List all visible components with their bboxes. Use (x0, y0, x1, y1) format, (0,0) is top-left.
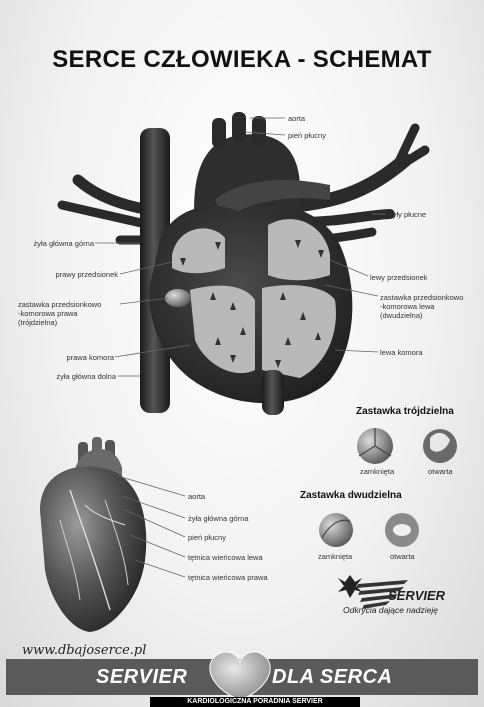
ext-label-pulmonary-trunk: pień płucny (188, 533, 226, 542)
tricuspid-open-label: otwarta (428, 467, 453, 476)
mitral-closed-image (319, 513, 353, 547)
label-mitral-valve: zastawka przedsionkowo -komorowa lewa (d… (380, 293, 463, 320)
website-url[interactable]: www.dbajoserce.pl (22, 643, 146, 658)
servier-brand: SERVIER (388, 588, 445, 603)
banner-left-text: SERVIER (96, 666, 187, 689)
ext-label-superior-vena-cava: żyła główna górna (188, 514, 248, 523)
label-aorta: aorta (288, 114, 305, 123)
ext-label-aorta: aorta (188, 492, 205, 501)
ext-label-right-coronary: tętnica wieńcowa prawa (188, 573, 268, 582)
label-left-atrium: lewy przedsionek (370, 273, 428, 282)
label-pulmonary-trunk: pień płucny (288, 131, 326, 140)
mitral-open-label: otwarta (390, 552, 415, 561)
external-heart (40, 437, 146, 632)
banner-right-text: DLA SERCA (272, 666, 392, 689)
label-inferior-vena-cava: żyła główna dolna (20, 372, 116, 381)
tricuspid-closed-image (357, 428, 393, 464)
tricuspid-section-title: Zastawka trójdzielna (356, 406, 454, 417)
bottom-banner (6, 659, 478, 695)
label-tricuspid-valve: zastawka przedsionkowo -komorowa prawa (… (18, 300, 101, 327)
label-pulmonary-veins: żyły płucne (389, 210, 426, 219)
label-right-atrium: prawy przedsionek (20, 270, 118, 279)
mitral-open-image (385, 513, 419, 547)
banner-subtitle: KARDIOLOGICZNA PORADNIA SERVIER (150, 697, 360, 707)
descending-aorta (262, 370, 284, 415)
ext-label-left-coronary: tętnica wieńcowa lewa (188, 553, 263, 562)
label-superior-vena-cava: żyła główna górna (20, 239, 94, 248)
servier-tagline: Odkrycia dające nadzieję (343, 605, 438, 615)
label-right-ventricle: prawa komora (20, 353, 114, 362)
mitral-section-title: Zastawka dwudzielna (300, 490, 402, 501)
tricuspid-closed-label: zamknięta (360, 467, 394, 476)
mitral-closed-label: zamknięta (318, 552, 352, 561)
tricuspid-valve-marker (165, 289, 191, 307)
label-left-ventricle: lewa komora (380, 348, 423, 357)
tricuspid-open-image (423, 429, 457, 463)
pulmonary-veins-left (62, 180, 150, 240)
